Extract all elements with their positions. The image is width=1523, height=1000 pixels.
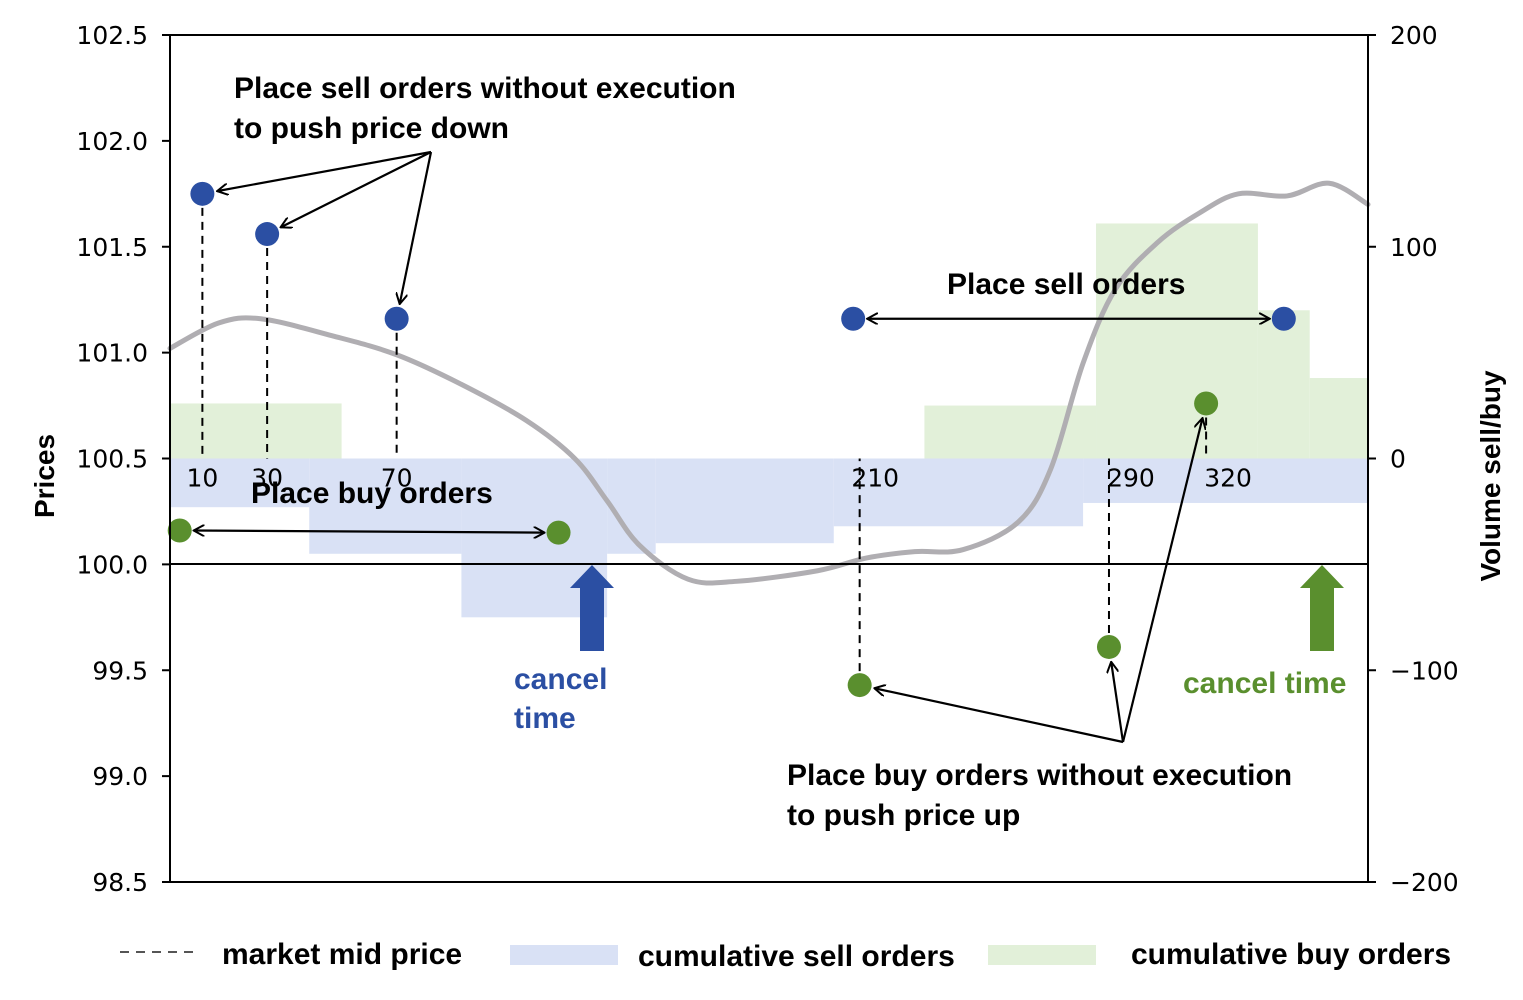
buy-order-point-4 <box>1194 391 1219 416</box>
buy-bar-6 <box>1096 223 1258 459</box>
sell-bar-0 <box>170 458 310 508</box>
annotation-buy-push-line2: to push price up <box>787 799 1020 832</box>
order-points <box>167 181 1296 698</box>
buy-order-point-0 <box>167 518 192 543</box>
right-tick-label-3: −100 <box>1390 656 1459 685</box>
y-axis-title-left: Prices <box>29 434 60 518</box>
buy-bar-7 <box>1257 310 1310 459</box>
buy-push-arrow-2 <box>1121 418 1203 743</box>
right-tick-label-2: 0 <box>1390 445 1406 474</box>
left-tick-label-0: 102.5 <box>76 21 148 50</box>
left-tick-label-5: 100.0 <box>76 550 148 579</box>
buy-order-point-1 <box>546 520 571 545</box>
sell-push-arrow-2 <box>400 151 433 304</box>
right-tick-label-4: −200 <box>1390 868 1459 897</box>
buy-push-arrow-0 <box>874 688 1124 744</box>
buy-bar-0 <box>170 403 342 459</box>
right-tick-label-1: 100 <box>1390 233 1438 262</box>
sell-order-point-2 <box>384 306 409 331</box>
buy-bar-8 <box>1309 378 1368 459</box>
left-tick-label-2: 101.5 <box>76 233 148 262</box>
x-tick-label-1: 30 <box>251 464 283 493</box>
dashed-guide-lines <box>201 193 1208 686</box>
annotation-place-sell: Place sell orders <box>947 268 1185 301</box>
x-tick-label-2: 70 <box>381 464 413 493</box>
left-tick-label-1: 102.0 <box>76 127 148 156</box>
annotation-cancel-sell-line1: cancel <box>514 663 607 696</box>
sell-order-point-3 <box>841 306 866 331</box>
sell-cancel-arrow-icon <box>570 565 614 651</box>
legend-label-mid-price: market mid price <box>222 938 462 971</box>
buy-order-point-2 <box>847 673 872 698</box>
sell-bar-6 <box>1083 458 1368 503</box>
cumulative-order-bars <box>170 223 1368 618</box>
left-tick-label-6: 99.5 <box>92 656 148 685</box>
x-tick-label-5: 320 <box>1204 464 1252 493</box>
sell-push-arrow-1 <box>281 151 432 227</box>
place-buy-double-arrow <box>194 530 545 532</box>
annotation-sell-push-line2: to push price down <box>234 112 509 145</box>
x-tick-label-3: 210 <box>851 464 899 493</box>
y-axis-title-right: Volume sell/buy <box>1475 370 1506 582</box>
left-tick-label-4: 100.5 <box>76 445 148 474</box>
x-tick-label-4: 290 <box>1107 464 1155 493</box>
legend: market mid price cumulative sell orders … <box>120 938 1451 973</box>
legend-label-sell: cumulative sell orders <box>638 940 955 973</box>
annotation-cancel-buy: cancel time <box>1183 667 1346 700</box>
left-tick-label-7: 99.0 <box>92 762 148 791</box>
right-tick-label-0: 200 <box>1390 21 1438 50</box>
sell-order-point-4 <box>1271 306 1296 331</box>
annotation-buy-push-line1: Place buy orders without execution <box>787 759 1292 792</box>
sell-order-point-0 <box>190 181 215 206</box>
annotation-cancel-sell-line2: time <box>514 702 576 735</box>
annotation-sell-push-line1: Place sell orders without execution <box>234 72 736 105</box>
legend-swatch-sell <box>510 945 618 965</box>
buy-push-arrow-1 <box>1111 662 1125 743</box>
annotation-arrows <box>194 150 1270 744</box>
legend-swatch-buy <box>988 945 1096 965</box>
left-tick-label-3: 101.0 <box>76 339 148 368</box>
sell-bar-4 <box>655 458 834 544</box>
sell-order-point-1 <box>255 222 280 247</box>
annotation-place-buy: Place buy orders <box>251 477 493 510</box>
sell-push-arrow-0 <box>217 150 432 191</box>
buy-cancel-arrow-icon <box>1300 565 1344 651</box>
axes: 102.5 102.0 101.5 101.0 100.5 100.0 99.5 99.0 98… <box>76 21 1458 897</box>
buy-order-point-3 <box>1096 634 1121 659</box>
x-tick-label-0: 10 <box>186 464 218 493</box>
left-tick-label-8: 98.5 <box>92 868 148 897</box>
legend-label-buy: cumulative buy orders <box>1131 938 1451 971</box>
